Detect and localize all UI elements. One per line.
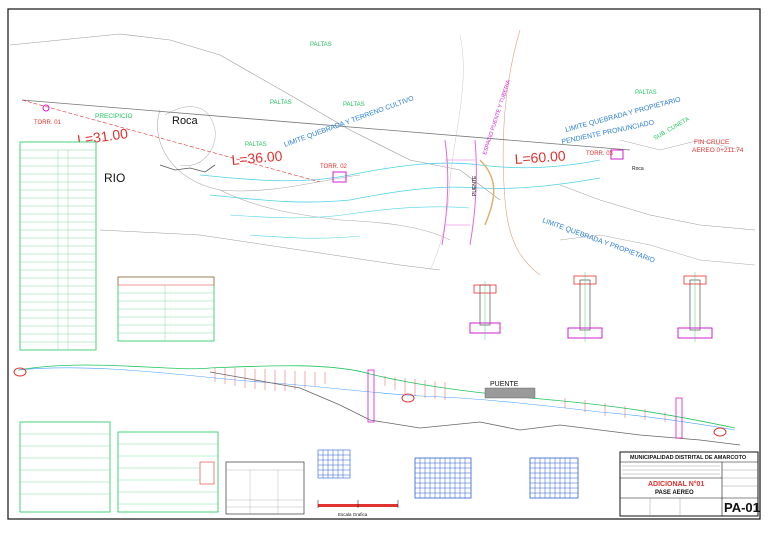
title-sheet-subtitle: PASE AEREO: [655, 490, 694, 496]
label-pendiente: PENDIENTE PRONUNCIADO: [561, 119, 655, 146]
tower-02-marker: [332, 171, 347, 183]
label-roca-1: Roca: [172, 115, 199, 127]
plan-view: PALTAS PALTAS PALTAS PALTAS PALTAS PRECI…: [9, 29, 756, 276]
label-paltas-4: PALTAS: [245, 142, 267, 148]
cable-data-table: [19, 141, 97, 351]
label-espacio-puente: ESPACIO PUENTE Y TUBERIA: [482, 79, 512, 155]
river-bank-1: [199, 159, 601, 182]
label-torr-01: TORR. 01: [34, 120, 62, 126]
label-limite-propietario-2: LIMITE QUEBRADA Y PROPIETARIO: [541, 217, 656, 264]
title-sheet-number: PA-01: [724, 500, 760, 515]
label-span-3: L=60.00: [514, 147, 566, 167]
label-aereo: AEREO 0+211.74: [692, 147, 744, 154]
label-torr-03: TORR. 03: [586, 151, 614, 157]
label-roca-2: Roca: [632, 166, 644, 172]
materials-table: [117, 276, 215, 342]
title-municipality: MUNICIPALIDAD DISTRITAL DE AMARCOTO: [630, 455, 747, 461]
title-sheet-title: ADICIONAL N°01: [648, 480, 704, 488]
materials-summary-table: [117, 431, 219, 513]
label-paltas-2: PALTAS: [270, 100, 292, 106]
label-torr-02: TORR. 02: [320, 164, 348, 170]
title-block: MUNICIPALIDAD DISTRITAL DE AMARCOTO ADIC…: [619, 451, 760, 517]
footing-grid-1: [317, 449, 351, 479]
footing-grid-3: [529, 457, 579, 499]
scale-bar-label: Escala Grafica: [338, 512, 368, 517]
footing-grid-2: [414, 457, 472, 499]
sheet-border: [7, 8, 761, 520]
profile-puente-label: PUENTE: [490, 381, 519, 388]
label-rio: RIO: [104, 171, 125, 185]
profile-view: PUENTE: [13, 364, 741, 446]
label-sub-cuneta: SUB. CUNETA: [653, 117, 691, 142]
label-fin-cruce: FIN CRUCE: [694, 139, 730, 146]
dimensions-table: [225, 461, 305, 515]
label-precipicio: PRECIPICIO: [95, 113, 133, 120]
label-puente: PUENTE: [472, 175, 478, 196]
label-span-2: L=36.00: [231, 148, 283, 168]
label-paltas-1: PALTAS: [310, 42, 332, 48]
scale-bar: Escala Grafica: [317, 500, 399, 517]
label-paltas-3: PALTAS: [343, 102, 365, 108]
tower-details: [469, 272, 713, 342]
label-paltas-5: PALTAS: [635, 90, 657, 96]
tower-03-marker: [610, 149, 624, 160]
bottom-notes-table: [19, 421, 111, 513]
cable-axis: [21, 99, 631, 151]
